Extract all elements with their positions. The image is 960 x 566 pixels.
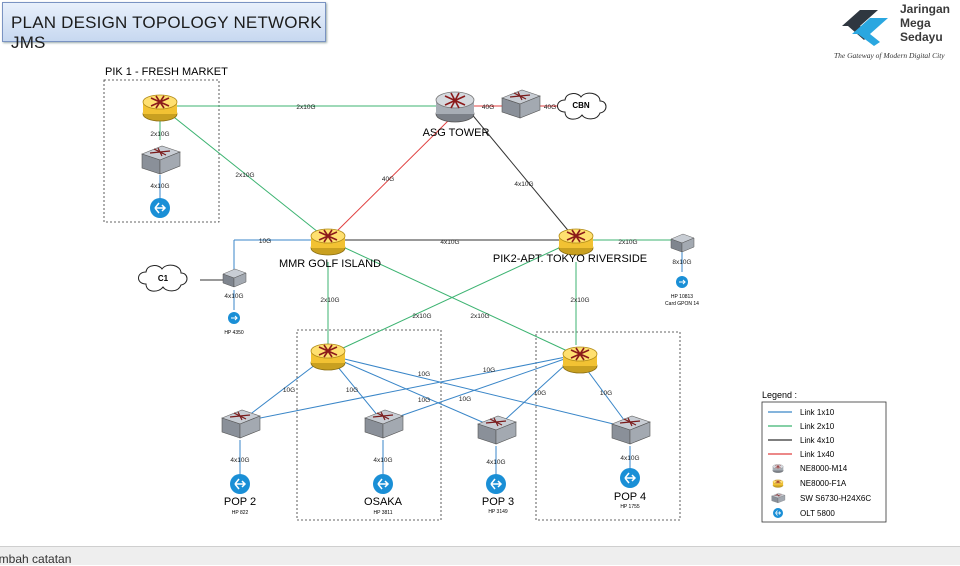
link-label-pop4-olt: 4x10G — [620, 455, 639, 462]
link-label-asg-sw: 40G — [482, 104, 494, 111]
link-label-pik2-pop4: 2x10G — [570, 297, 589, 304]
sublabel-pop3: HP 3149 — [488, 509, 508, 515]
switch-pop2 — [221, 409, 261, 439]
link-label-pop4-sw: 10G — [600, 390, 612, 397]
diagram-title-box: PLAN DESIGN TOPOLOGY NETWORK JMS — [2, 2, 326, 52]
sublabel-osaka: HP 3811 — [374, 510, 393, 516]
legend-dev-sw: SW S6730-H24X6C — [800, 494, 871, 503]
router-pik1 — [142, 94, 178, 122]
node-label-pik2: PIK2-APT. TOKYO RIVERSIDE — [493, 253, 647, 265]
sublabel-pik2-hp: HP 10813 — [671, 294, 693, 300]
legend-router-yellow-icon — [772, 479, 784, 488]
legend-link-2x10: Link 2x10 — [800, 422, 835, 431]
node-label-mmr: MMR GOLF ISLAND — [279, 258, 381, 270]
legend-router-gray-icon — [772, 464, 784, 473]
legend-title: Legend : — [762, 390, 797, 400]
link-label-pop3-olt: 4x10G — [486, 459, 505, 466]
logo-tagline: The Gateway of Modern Digital City — [834, 51, 945, 60]
link-label-pik1-asg: 2x10G — [296, 104, 315, 111]
link-label-c1-switch: 4x10G — [224, 293, 243, 300]
sublabel-pik2-card: Card GPON 14 — [665, 301, 699, 307]
olt-pop4 — [619, 467, 641, 489]
link-label-sw-cbn: 40G — [544, 104, 556, 111]
link-label-asg-pik2: 4x10G — [514, 181, 533, 188]
switch-pop4 — [611, 415, 651, 445]
legend-dev-ne8000-f1a: NE8000-F1A — [800, 479, 847, 488]
link-label-mmr-pop4: 2x10G — [470, 313, 489, 320]
olt-pik2 — [675, 275, 689, 289]
link-label-pik2-sw: 2x10G — [618, 239, 637, 246]
company-logo: Jaringan Mega Sedayu The Gateway of Mode… — [832, 2, 958, 62]
router-pik2 — [558, 228, 594, 256]
olt-pik1 — [149, 197, 171, 219]
logo-line-3: Sedayu — [900, 30, 943, 44]
link-label-pik2-olt: 8x10G — [672, 259, 691, 266]
link-label-pik1-mmr: 2x10G — [235, 172, 254, 179]
sublabel-pop2: HP 822 — [232, 510, 249, 516]
links — [159, 105, 683, 474]
legend-dev-ne8000-m14: NE8000-M14 — [800, 464, 848, 473]
link-label-asg-mmr: 40G — [382, 176, 394, 183]
cbn-label: CBN — [572, 101, 590, 110]
c1-label: C1 — [158, 274, 169, 283]
node-label-pop4: POP 4 — [614, 491, 646, 503]
link-label-pik1-router: 2x10G — [150, 131, 169, 138]
notes-bar[interactable]: ambah catatan — [0, 546, 960, 566]
legend: Legend : Link 1x10 Link 2x10 Link 4x10 L… — [761, 390, 887, 523]
link-label-mmr-c1: 10G — [259, 238, 271, 245]
node-label-asg: ASG TOWER — [423, 127, 490, 139]
olt-osaka — [372, 473, 394, 495]
node-label-pop2: POP 2 — [224, 496, 256, 508]
link-labels: 2x10G 40G 40G 2x10G 4x10G 2x10G 40G 4x10… — [150, 104, 691, 466]
link-label-pik1-switch: 4x10G — [150, 183, 169, 190]
switch-pik1 — [141, 145, 181, 175]
group-box-osaka — [296, 329, 442, 521]
link-label-pik2-osaka: 2x10G — [412, 313, 431, 320]
link-label-mmr-pik2: 4x10G — [440, 239, 459, 246]
link-label-pop4-osaka: 10G — [459, 396, 471, 403]
link-label-osaka-pop4: 10G — [418, 397, 430, 404]
switch-pop3 — [477, 415, 517, 445]
legend-link-1x10: Link 1x10 — [800, 408, 835, 417]
legend-link-1x40: Link 1x40 — [800, 450, 835, 459]
router-mmr-golf-island — [310, 228, 346, 256]
switch-osaka — [364, 409, 404, 439]
sublabel-pop4: HP 1755 — [620, 504, 640, 510]
link-label-osaka-sw: 10G — [346, 387, 358, 394]
link-label-osaka-pop2: 10G — [283, 387, 295, 394]
logo-line-2: Mega — [900, 16, 931, 30]
router-osaka-core — [310, 343, 346, 371]
group-box-pop4 — [535, 331, 681, 521]
link-label-osaka-pop3: 10G — [418, 371, 430, 378]
switch-pik2-olt — [670, 233, 695, 253]
olt-pop2 — [229, 473, 251, 495]
link-label-mmr-osaka: 2x10G — [320, 297, 339, 304]
logo-mark-icon — [842, 10, 888, 46]
legend-link-4x10: Link 4x10 — [800, 436, 835, 445]
cloud-cbn: CBN — [557, 92, 607, 120]
olt-pop3 — [485, 473, 507, 495]
node-label-osaka: OSAKA — [364, 496, 403, 508]
router-asg-tower — [435, 91, 475, 123]
sublabel-c1-hp: HP 4350 — [224, 330, 244, 336]
node-label-pop3: POP 3 — [482, 496, 514, 508]
switch-asg-cbn — [501, 89, 541, 119]
switch-c1 — [222, 268, 247, 288]
logo-line-1: Jaringan — [900, 2, 951, 16]
router-pop4-core — [562, 346, 598, 374]
legend-olt-icon — [772, 507, 784, 519]
diagram-title: PLAN DESIGN TOPOLOGY NETWORK JMS — [11, 13, 322, 52]
add-note-placeholder[interactable]: ambah catatan — [0, 552, 72, 566]
topology-canvas: CBN C1 PIK 1 - FRESH MARKET ASG TOWER MM… — [103, 66, 887, 523]
legend-dev-olt: OLT 5800 — [800, 509, 835, 518]
cloud-c1: C1 — [138, 264, 188, 292]
link-label-osaka-olt: 4x10G — [373, 457, 392, 464]
link-label-pop4-pop2: 10G — [483, 367, 495, 374]
group-box-pik1 — [103, 79, 220, 223]
olt-c1 — [227, 311, 241, 325]
link-label-pop2-olt: 4x10G — [230, 457, 249, 464]
group-label-pik1: PIK 1 - FRESH MARKET — [105, 66, 228, 78]
link-label-pop4-pop3: 10G — [534, 390, 546, 397]
